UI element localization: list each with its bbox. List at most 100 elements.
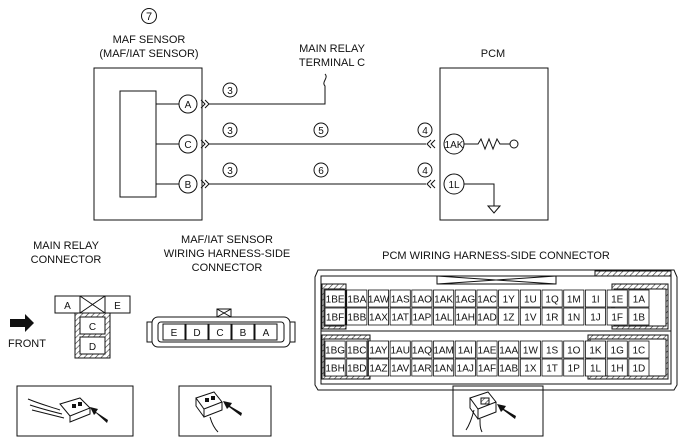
pcm-terminal-label: 1S [546,346,559,357]
pcm-conn-1l: 4 [422,166,428,177]
relay-connector-title: MAIN RELAY [33,240,99,252]
pcm-terminal-label: 1AO [412,295,432,306]
pcm-terminal-label: 1Z [503,313,515,324]
pcm-terminal-cell [585,358,607,377]
pcm-terminal-cell [476,340,498,359]
pcm-terminal-cell [519,289,541,308]
maf-cell-b: B [240,328,247,339]
sensor-conn-a: 3 [227,86,233,97]
pcm-terminal-cell [346,358,368,377]
pcm-ground-wire [464,183,495,206]
pcm-terminal-label: 1K [589,346,602,357]
pcm-terminal-cell [563,307,585,326]
pcm-terminal-label: 1R [546,313,559,324]
pcm-conn-1l-circle [417,162,433,178]
pcm-connector-title: PCM WIRING HARNESS-SIDE CONNECTOR [382,250,610,262]
pcm-terminal-cell [606,289,628,308]
pcm-terminal-label: 1Y [503,295,516,306]
relay-cell-c: C [89,322,96,333]
pcm-terminal-cell [563,340,585,359]
pcm-terminal-cell [454,340,476,359]
pcm-terminal-label: 1U [524,295,537,306]
pcm-conn-1ak: 4 [422,126,428,137]
maf-connector-title: MAF/IAT SENSOR [181,234,273,246]
pcm-terminal-cell [389,340,411,359]
pcm-terminal-cell [563,358,585,377]
pcm-terminal-label: 1BE [326,295,345,306]
sensor-pin-b [178,174,198,194]
wire-number-6: 6 [318,166,324,177]
pcm-terminal-cell [519,358,541,377]
pcm-terminal-cell [519,340,541,359]
pcm-terminal-cell [454,358,476,377]
front-arrow-icon [10,314,34,332]
sensor-pin-c [178,134,198,154]
front-label: FRONT [8,338,46,350]
pcm-terminal-cell [541,289,563,308]
pcm-terminal-cell [628,289,650,308]
pcm-terminal-label: 1BC [347,346,366,357]
pcm-terminal-cell [346,307,368,326]
pcm-terminal-label: 1V [524,313,537,324]
pcm-terminal-cell [519,307,541,326]
pcm-terminal-label: 1AP [412,313,431,324]
pcm-terminal-cell [606,340,628,359]
pcm-terminal-label: 1AW [368,295,390,306]
pcm-terminal-label: 1BD [347,364,366,375]
pcm-terminal-label: 1AZ [369,364,387,375]
sensor-conn-b: 3 [227,166,233,177]
pcm-terminal-label: 1AL [435,313,453,324]
pcm-terminal-label: 1P [568,364,581,375]
pcm-terminal-label: 1C [633,346,646,357]
pcm-connector-view-illustration [452,385,544,437]
pcm-terminal-cell [433,289,455,308]
pcm-resistor [464,137,510,151]
sensor-pin-a-label: A [185,100,192,111]
pcm-terminal-cell [411,358,433,377]
pcm-terminal-cell [541,358,563,377]
pcm-terminal-cell [628,340,650,359]
maf-connector-view-illustration [178,385,272,437]
pcm-terminal-label: 1H [611,364,624,375]
pcm-terminal-cell [541,340,563,359]
pcm-conn-1ak-circle [417,122,433,138]
pcm-terminal-label: 1W [523,346,539,357]
main-relay-terminal-sublabel: TERMINAL C [299,57,365,69]
pcm-terminal-label: 1AA [499,346,518,357]
pcm-terminal-cell [585,307,607,326]
pcm-terminal-label: 1AX [369,313,388,324]
pcm-terminal-label: 1BG [325,346,345,357]
pcm-terminal-label: 1N [567,313,580,324]
relay-connector-subtitle: CONNECTOR [31,254,102,266]
pcm-terminal-cell [367,358,389,377]
pcm-terminal-cell [628,358,650,377]
pcm-terminal-cell [585,340,607,359]
pcm-terminal-label: 1J [590,313,601,324]
wire-number-5-circle [313,122,329,138]
pcm-pin-1ak-label: 1AK [445,140,464,151]
pcm-terminal-cell [585,289,607,308]
pcm-terminal-label: 1D [633,364,646,375]
maf-cell-a: A [263,328,270,339]
pcm-terminal-label: 1O [567,346,581,357]
pcm-connector-hatching [321,283,669,380]
pcm-terminal-cell [433,358,455,377]
pcm-terminal-cell [433,307,455,326]
main-relay-terminal-label: MAIN RELAY [299,43,365,55]
pcm-terminal-label: 1A [633,295,646,306]
pcm-connector-housing [314,269,678,391]
maf-cell-d: D [193,328,200,339]
pcm-terminal-cell [324,307,346,326]
pcm-reference-terminal [509,139,519,149]
maf-cell-e: E [171,328,178,339]
maf-connector-subtitle2: CONNECTOR [192,262,263,274]
relay-connector-view-illustration [16,385,134,437]
pcm-terminal-cell [389,289,411,308]
maf-sensor-box [93,67,203,221]
pcm-terminal-label: 1M [567,295,581,306]
pcm-box [439,67,549,221]
wire-number-5: 5 [318,126,324,137]
pcm-terminal-label: 1AK [434,295,453,306]
pcm-terminal-label: 1B [633,313,646,324]
sensor-pin-b-label: B [185,180,192,191]
